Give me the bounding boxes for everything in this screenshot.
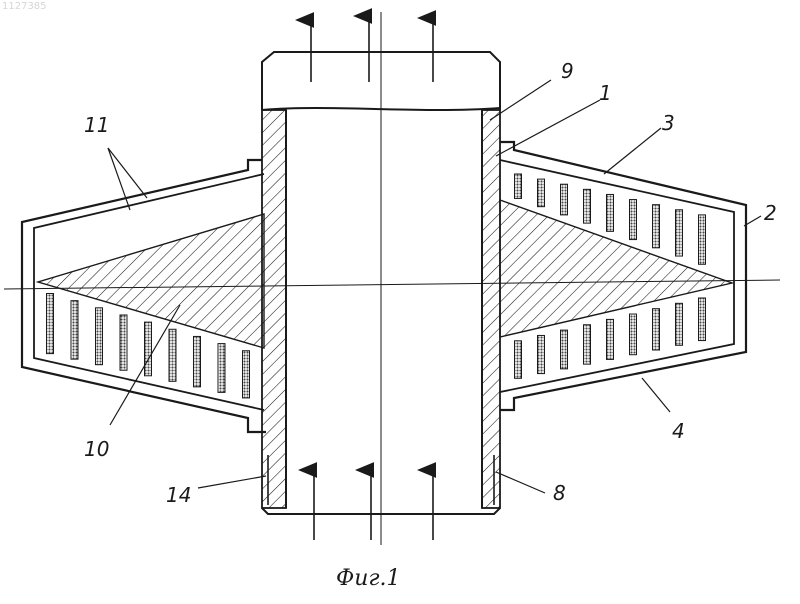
watermark-text: 1127385 (2, 1, 47, 12)
outflow-arrows (311, 16, 433, 82)
inflow-arrows (314, 470, 433, 540)
fin-upper-right (607, 194, 614, 231)
fin-lower-right (515, 341, 522, 378)
label-14: 14 (166, 483, 191, 507)
fin-upper-right (676, 210, 683, 256)
label-2: 2 (764, 201, 777, 225)
fin-lower-left (145, 322, 152, 376)
label-4: 4 (672, 419, 685, 443)
fin-upper-right (538, 179, 545, 207)
fin-upper-right (699, 215, 706, 264)
fin-upper-right (630, 200, 637, 240)
fin-lower-right (561, 330, 568, 369)
fin-lower-left (169, 329, 176, 381)
fin-lower-right (676, 303, 683, 345)
fin-lower-left (243, 351, 250, 398)
fin-lower-right (538, 335, 545, 373)
fin-upper-right (653, 205, 660, 248)
fin-lower-right (607, 319, 614, 359)
fin-lower-right (653, 309, 660, 350)
fin-upper-right (584, 189, 591, 223)
fin-lower-left (218, 344, 225, 393)
label-3: 3 (662, 111, 675, 135)
label-11: 11 (84, 113, 109, 137)
label-10: 10 (84, 437, 109, 461)
label-1: 1 (599, 81, 612, 105)
fin-lower-right (699, 298, 706, 341)
label-8: 8 (553, 481, 566, 505)
fin-lower-left (47, 294, 54, 354)
label-9: 9 (561, 59, 574, 83)
figure-caption: Фиг.1 (336, 566, 401, 591)
fin-lower-left (71, 301, 78, 359)
fin-upper-right (561, 184, 568, 215)
fin-lower-right (584, 325, 591, 364)
conical-hub (38, 200, 732, 348)
fin-lower-left (194, 336, 201, 386)
fin-lower-left (96, 308, 103, 365)
fin-lower-left (120, 315, 127, 370)
fin-upper-right (515, 174, 522, 198)
fin-lower-right (630, 314, 637, 355)
